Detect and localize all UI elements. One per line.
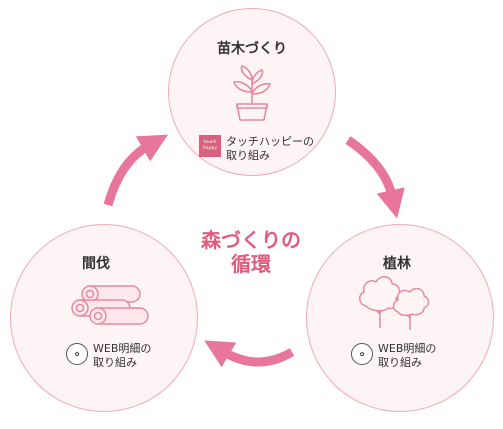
touch-happy-logo-icon: touch happy [199, 135, 221, 157]
cycle-center-label: 森づくりの 循環 [201, 228, 301, 276]
seedlings-caption-line-2: 取り組み [226, 149, 270, 162]
potted-plant-icon [233, 65, 271, 121]
planting-circle [306, 224, 494, 412]
seedlings-title: 苗木づくり [217, 41, 287, 57]
badge-line-1: touch [203, 140, 217, 145]
seedlings-caption-line-1: タッチハッピーの [226, 135, 314, 148]
planting-caption: WEB明細の 取り組み [378, 342, 436, 370]
planting-caption-line-1: WEB明細の [378, 342, 437, 355]
web-statement-logo-icon: ✿ [66, 343, 88, 365]
seedlings-caption: タッチハッピーの 取り組み [226, 135, 314, 163]
planting-caption-line-2: 取り組み [378, 356, 422, 369]
logs-icon [71, 285, 149, 325]
web-statement-logo-icon: ✿ [351, 343, 373, 365]
thinning-title: 間伐 [82, 256, 110, 272]
thinning-caption-line-1: WEB明細の [93, 342, 152, 355]
thinning-caption-line-2: 取り組み [93, 356, 137, 369]
trees-icon [359, 276, 430, 330]
badge-line-2: happy [203, 146, 217, 151]
center-line-1: 森づくりの [201, 228, 301, 252]
center-line-2: 循環 [231, 252, 271, 276]
arrow-to-planting-icon [345, 136, 405, 219]
arrow-to-thinning-icon [204, 340, 295, 368]
planting-title: 植林 [383, 256, 411, 272]
arrow-to-seedlings-icon [103, 134, 168, 207]
thinning-caption: WEB明細の 取り組み [93, 342, 151, 370]
